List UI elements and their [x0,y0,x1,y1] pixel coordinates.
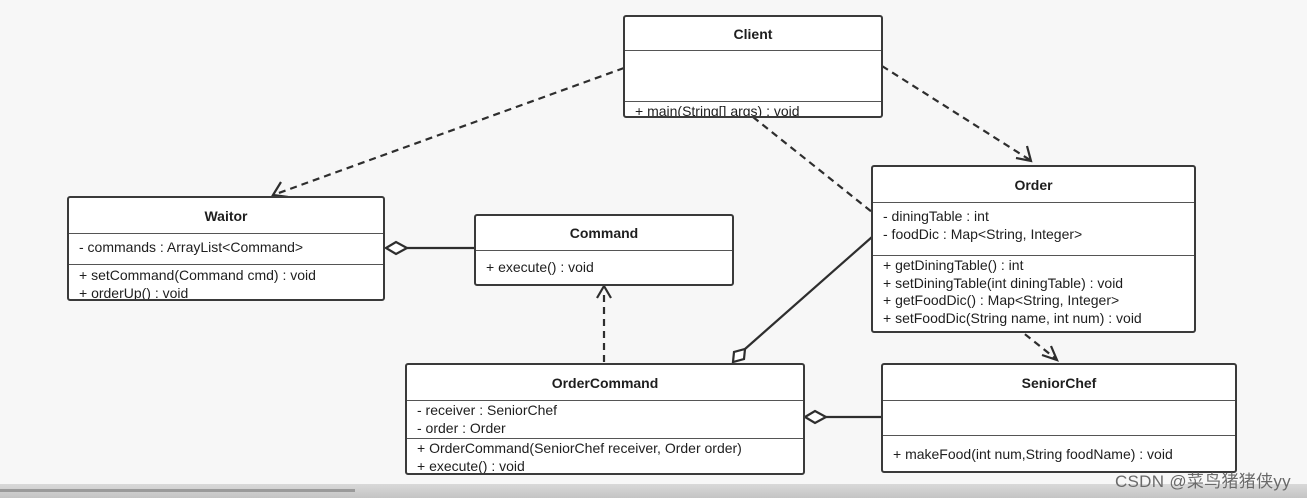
class-order-command-attribute: - order : Order [417,419,506,436]
aggregation-ordercommand-seniorchef-diamond [802,409,829,425]
class-client-methods: + main(String[] args) : void [625,102,881,118]
class-waiter-method: + orderUp() : void [79,284,189,301]
class-waiter-name: Waitor [69,198,383,234]
class-order-attributes: - diningTable : int - foodDic : Map<Stri… [873,203,1194,256]
class-senior-chef-methods: + makeFood(int num,String foodName) : vo… [883,436,1235,464]
class-client: Client + main(String[] args) : void [623,15,883,118]
aggregation-ordercommand-order [744,236,873,350]
class-client-method: + main(String[] args) : void [635,103,800,118]
realization-ordercommand-command-arrowhead [596,283,612,299]
class-client-name: Client [625,17,881,51]
class-senior-chef-name: SeniorChef [883,365,1235,401]
progress-bar [0,489,355,492]
class-command-methods: + execute() : void [476,251,732,277]
class-order-method: + getFoodDic() : Map<String, Integer> [883,292,1120,308]
class-order-command: OrderCommand - receiver : SeniorChef - o… [405,363,805,475]
class-client-attributes [625,51,881,102]
dependency-client-order [881,65,1031,161]
class-command-method: + execute() : void [486,259,594,275]
dependency-client-order-arrowhead [1015,145,1033,163]
dependency-client-seniorchef-arrowhead [1041,345,1059,362]
class-waiter-attribute: - commands : ArrayList<Command> [79,239,304,255]
class-order: Order - diningTable : int - foodDic : Ma… [871,165,1196,333]
class-waiter-attributes: - commands : ArrayList<Command> [69,234,383,265]
watermark: CSDN @菜鸟猪猪侠yy [1114,472,1291,491]
class-order-methods: + getDiningTable() : int + setDiningTabl… [873,256,1194,327]
class-order-command-method: + execute() : void [417,457,525,474]
class-order-attribute: - foodDic : Map<String, Integer> [883,225,1083,242]
class-order-method: + setDiningTable(int diningTable) : void [883,274,1124,291]
class-order-command-name: OrderCommand [407,365,803,401]
dependency-client-waiter-arrowhead [271,181,289,199]
dependency-client-waiter [275,66,625,196]
class-order-method: + setFoodDic(String name, int num) : voi… [883,309,1142,326]
class-order-method: + getDiningTable() : int [883,257,1024,273]
class-order-command-method: + OrderCommand(SeniorChef receiver, Orde… [417,440,742,456]
aggregation-ordercommand-order-diamond [731,347,747,364]
class-senior-chef: SeniorChef + makeFood(int num,String foo… [881,363,1237,473]
class-waiter-method: + setCommand(Command cmd) : void [79,267,316,283]
class-waiter-methods: + setCommand(Command cmd) : void + order… [69,265,383,301]
class-senior-chef-attributes [883,401,1235,436]
class-senior-chef-method: + makeFood(int num,String foodName) : vo… [893,446,1173,462]
class-order-command-methods: + OrderCommand(SeniorChef receiver, Orde… [407,439,803,474]
bottom-scroll-band [0,484,1307,498]
class-command: Command + execute() : void [474,214,734,286]
class-order-command-attributes: - receiver : SeniorChef - order : Order [407,401,803,439]
class-order-name: Order [873,167,1194,203]
class-order-attribute: - diningTable : int [883,208,989,224]
class-command-name: Command [476,216,732,251]
aggregation-waiter-diamond [383,240,410,256]
class-waiter: Waitor - commands : ArrayList<Command> +… [67,196,385,301]
class-order-command-attribute: - receiver : SeniorChef [417,402,558,418]
